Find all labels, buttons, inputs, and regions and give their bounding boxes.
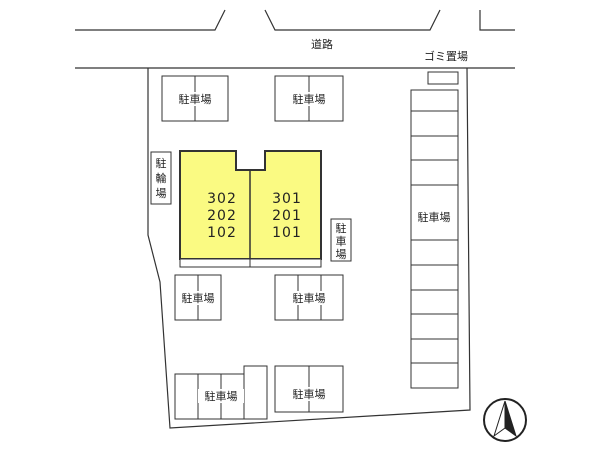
unit-202: 202 [207,208,237,224]
road-edge-left [75,9,226,31]
parking-vertical-char-2: 車 [336,234,347,248]
parking-right-column [410,89,459,389]
road-edge-middle [264,9,441,31]
parking-label-bottom-center: 駐車場 [293,387,326,401]
bicycle-parking-char-1: 駐 [156,156,167,170]
unit-301: 301 [272,191,302,207]
site-boundary [147,67,471,429]
parking-vertical-char-1: 駐 [336,221,347,235]
garbage-area-label: ゴミ置場 [424,49,468,63]
parking-label-right-column: 駐車場 [418,210,451,224]
building-balcony [179,258,322,268]
road-edge-right [479,10,515,31]
parking-vertical-char-3: 場 [336,248,347,261]
parking-label-middle-left: 駐車場 [182,291,215,305]
unit-102: 102 [207,225,237,241]
bicycle-parking-char-2: 輪 [156,171,167,185]
unit-101: 101 [272,225,302,241]
unit-302: 302 [207,191,237,207]
parking-label-top-left: 駐車場 [179,92,212,106]
north-arrow-icon [483,398,527,442]
parking-vertical [330,218,352,262]
bicycle-parking-char-3: 場 [156,187,167,200]
parking-label-top-center: 駐車場 [293,92,326,106]
unit-201: 201 [272,208,302,224]
parking-label-middle-center: 駐車場 [293,291,326,305]
garbage-area [427,71,459,85]
bicycle-parking [150,151,172,205]
parking-label-bottom-left: 駐車場 [205,389,238,403]
road-label: 道路 [311,37,333,51]
